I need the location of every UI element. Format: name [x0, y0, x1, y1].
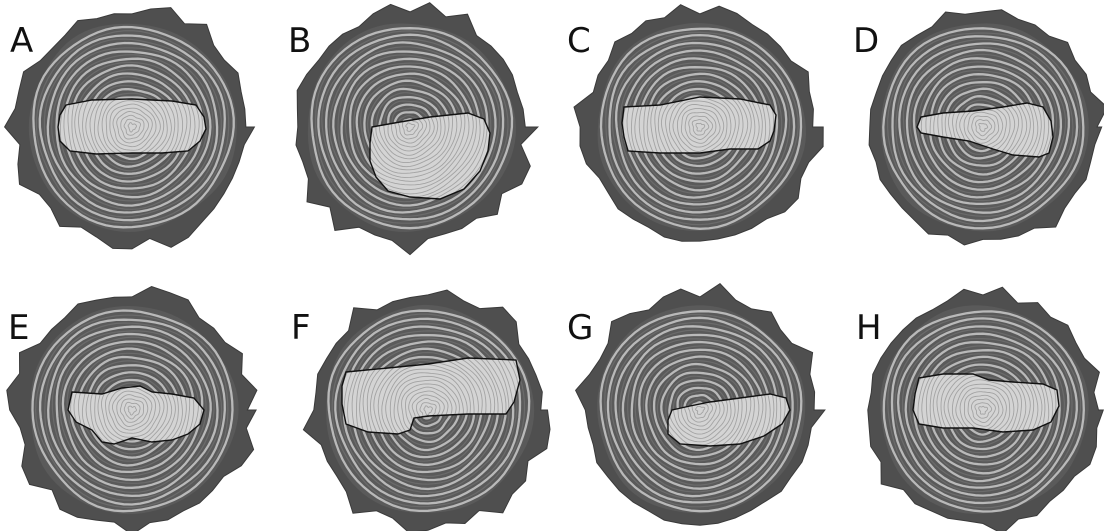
tree-disc-b	[296, 3, 538, 255]
tree-disc-h	[868, 287, 1104, 531]
tree-disc-c	[574, 5, 823, 242]
tree-disc-f	[303, 290, 550, 531]
tree-disc-g	[576, 284, 825, 526]
tree-disc-d	[869, 10, 1104, 245]
tree-disc-e	[7, 287, 257, 531]
tree-disc-a	[5, 8, 255, 249]
